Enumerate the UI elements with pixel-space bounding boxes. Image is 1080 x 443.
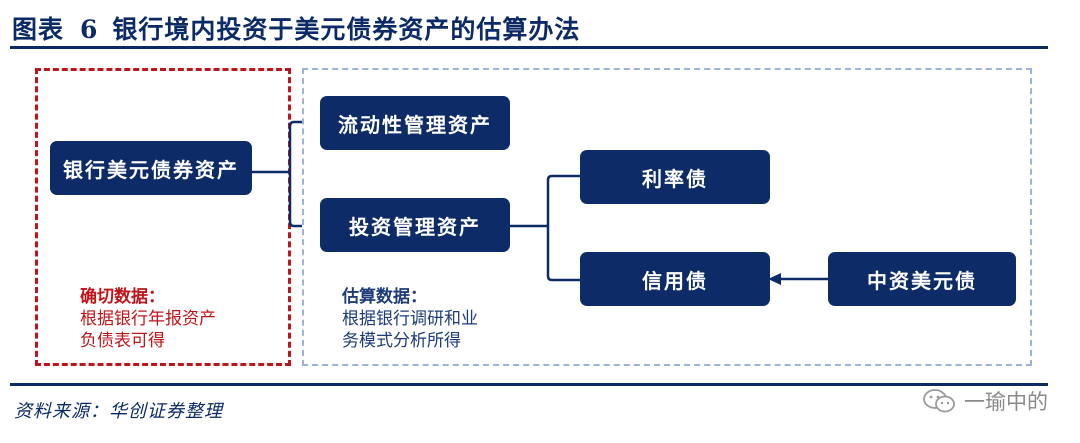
figure-title-text: 银行境内投资于美元债券资产的估算办法 bbox=[112, 15, 581, 44]
arrow-head-icon bbox=[768, 273, 781, 285]
node-investment: 投资管理资产 bbox=[320, 198, 510, 252]
watermark: 一瑜中的 bbox=[922, 386, 1048, 416]
top-rule bbox=[10, 46, 1048, 49]
figure-prefix: 图表 bbox=[12, 15, 65, 44]
exact-data-heading: 确切数据： bbox=[80, 287, 165, 307]
estimate-data-note: 估算数据： 根据银行调研和业 务模式分析所得 bbox=[342, 286, 478, 352]
source-note: 资料来源：华创证券整理 bbox=[14, 401, 223, 422]
figure-title: 图表 6 银行境内投资于美元债券资产的估算办法 bbox=[12, 10, 580, 46]
root-bracket bbox=[288, 120, 302, 228]
exact-data-line-1: 根据银行年报资产 bbox=[80, 309, 216, 329]
estimate-data-line-1: 根据银行调研和业 bbox=[342, 309, 478, 329]
node-liquidity: 流动性管理资产 bbox=[320, 96, 510, 150]
exact-data-line-2: 负债表可得 bbox=[80, 331, 165, 351]
bottom-rule bbox=[10, 383, 1048, 386]
node-credit-bond: 信用债 bbox=[580, 252, 770, 306]
node-rate-bond: 利率债 bbox=[580, 150, 770, 204]
watermark-text: 一瑜中的 bbox=[964, 390, 1048, 414]
exact-data-note: 确切数据： 根据银行年报资产 负债表可得 bbox=[80, 286, 216, 352]
estimate-data-zone bbox=[302, 68, 1032, 366]
investment-bracket bbox=[546, 174, 580, 282]
estimate-data-heading: 估算数据： bbox=[342, 287, 427, 307]
estimate-data-line-2: 务模式分析所得 bbox=[342, 331, 461, 351]
node-root: 银行美元债券资产 bbox=[50, 141, 252, 195]
wechat-icon bbox=[923, 389, 955, 413]
node-china-usd-bond: 中资美元债 bbox=[828, 252, 1016, 306]
figure-number: 6 bbox=[80, 15, 99, 44]
